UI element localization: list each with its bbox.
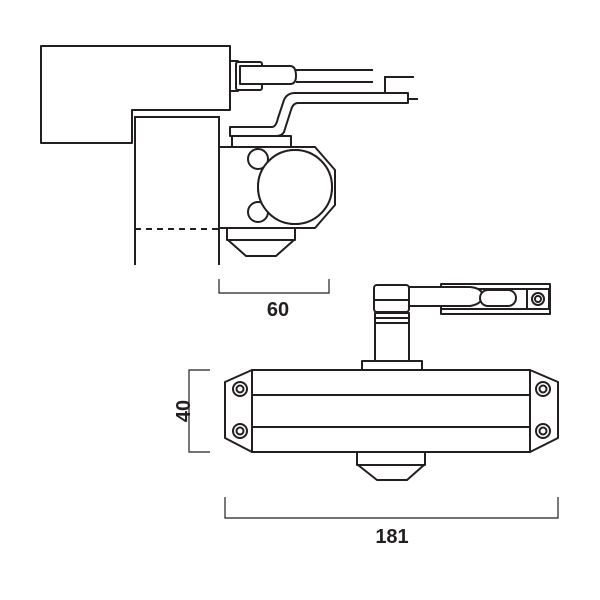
pinion-base: [226, 227, 296, 241]
dimension-line-height: [188, 369, 210, 453]
arm-bracket: [229, 60, 418, 100]
pinion-cap: [227, 239, 295, 257]
spindle-plate: [361, 360, 423, 371]
bottom-pinion-base: [356, 451, 426, 466]
dimension-label-length: 181: [375, 526, 408, 548]
dimension-label-depth: 60: [267, 299, 289, 321]
screw-circle: [247, 148, 269, 170]
arm-slot: [479, 289, 517, 307]
top-view: 60: [40, 45, 418, 321]
front-view: 40 181: [173, 283, 559, 548]
bottom-pinion-cap: [357, 464, 425, 481]
mounting-screws: [232, 381, 551, 439]
spindle: [374, 312, 410, 362]
dimension-line-length: [224, 497, 559, 519]
main-arm: [229, 92, 409, 137]
dimension-line-depth: [218, 279, 330, 294]
closer-body: [251, 369, 531, 453]
mounting-plate: [231, 135, 292, 148]
door-frame: [40, 45, 231, 144]
door-leaf: [134, 116, 220, 265]
dimension-label-height: 40: [173, 400, 195, 422]
arm-hub: [373, 284, 410, 313]
arm-tapered: [399, 286, 484, 307]
